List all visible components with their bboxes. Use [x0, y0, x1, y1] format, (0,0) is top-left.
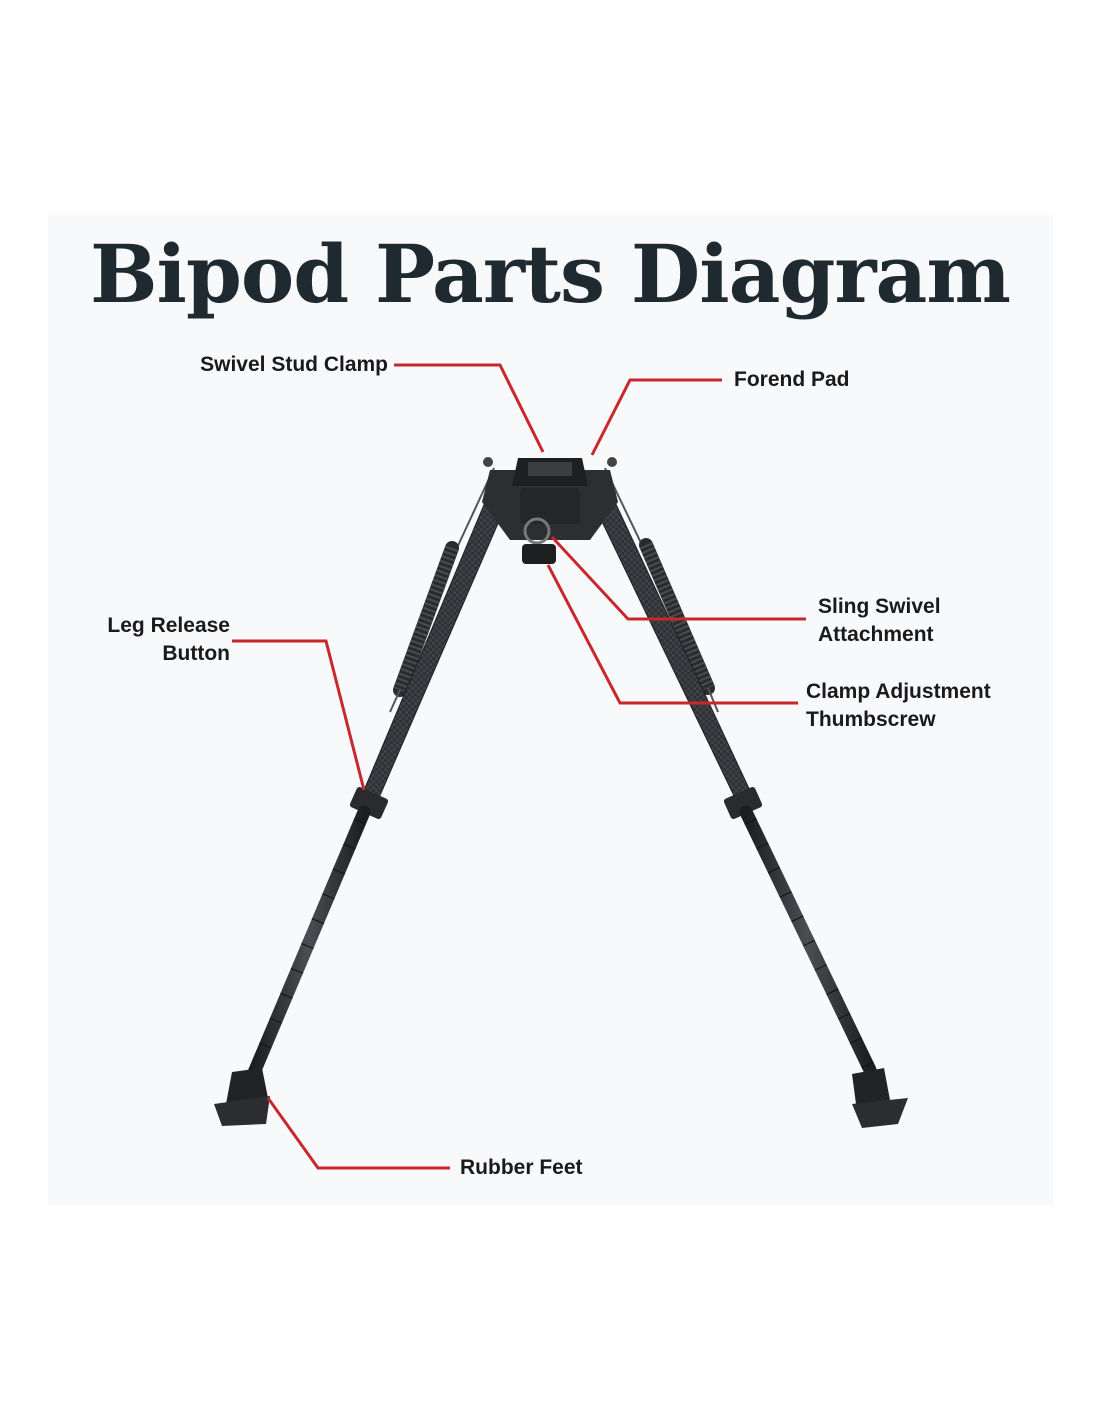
left-lower-leg [246, 805, 371, 1082]
bipod-head [482, 457, 618, 564]
right-lower-leg [739, 805, 877, 1077]
label-clamp-adjust-line2: Thumbscrew [806, 708, 936, 731]
label-sling-swivel-line2: Attachment [818, 623, 934, 646]
leader-lines [232, 363, 806, 1170]
left-rubber-foot [214, 1068, 270, 1126]
right-leg-release-button [723, 786, 763, 820]
leader-leg-release [232, 639, 366, 791]
left-spring [389, 467, 495, 713]
label-leg-release-line1: Leg Release [107, 614, 230, 637]
label-clamp-adjustment-thumbscrew: Clamp Adjustment Thumbscrew [806, 678, 991, 734]
right-spring [604, 467, 719, 713]
label-sling-swivel-attachment: Sling Swivel Attachment [818, 593, 941, 649]
leader-sling-swivel [550, 535, 806, 621]
right-upper-leg [593, 499, 753, 801]
page-title: Bipod Parts Diagram [89, 227, 1011, 321]
label-rubber-feet: Rubber Feet [460, 1156, 583, 1179]
right-rubber-foot [852, 1068, 908, 1128]
left-upper-leg [361, 499, 507, 801]
left-leg-release-button [349, 786, 389, 820]
diagram-background [48, 215, 1053, 1205]
label-leg-release-button: Leg Release Button [60, 612, 230, 668]
leader-forend-pad [590, 378, 722, 456]
label-sling-swivel-line1: Sling Swivel [818, 595, 941, 618]
sling-swivel-ring [523, 517, 551, 545]
label-forend-pad: Forend Pad [734, 368, 850, 391]
leader-clamp-adjustment [546, 564, 798, 705]
clamp-thumbscrew [522, 544, 556, 564]
label-leg-release-line2: Button [162, 642, 230, 665]
leader-swivel-stud-clamp [394, 363, 545, 453]
label-swivel-stud-clamp: Swivel Stud Clamp [200, 353, 388, 376]
leader-rubber-feet [266, 1097, 450, 1170]
label-clamp-adjust-line1: Clamp Adjustment [806, 680, 991, 703]
